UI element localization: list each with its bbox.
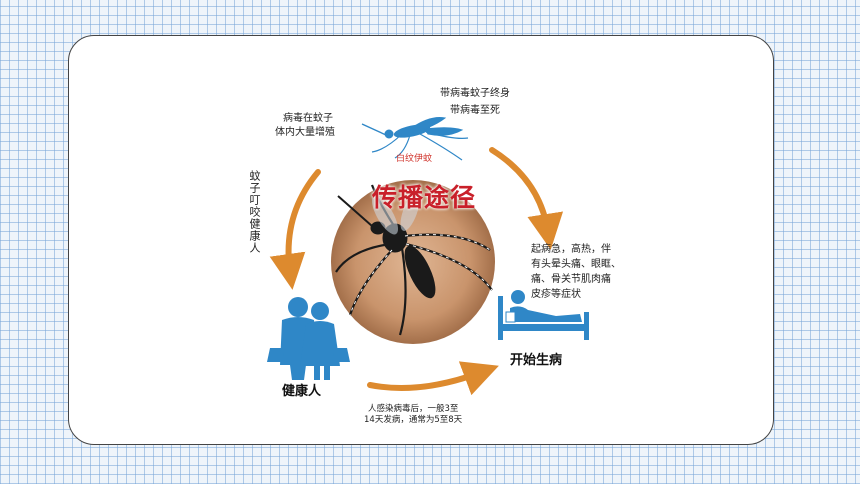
label-mosquito-species: 白纹伊蚊 (396, 154, 433, 164)
label-mosquito-until-death: 带病毒至死 (450, 105, 500, 116)
label-virus-multiply-line2: 体内大量增殖 (275, 127, 335, 138)
diagram-title: 传播途径 (371, 183, 476, 212)
healthy-people-icon (267, 297, 350, 380)
label-mosquito-lifelong: 带病毒蚊子终身 (440, 88, 510, 99)
label-incubation-line2: 14天发病，通常为5至8天 (364, 415, 463, 425)
mosquito-photo (331, 180, 495, 344)
label-symptoms-line2: 有头晕头痛、眼眶、 (531, 259, 621, 270)
cycle-arrows (269, 147, 564, 396)
label-healthy-person: 健康人 (282, 384, 322, 399)
label-incubation-line1: 人感染病毒后，一般3至 (368, 404, 459, 414)
sick-person-bed-icon (498, 290, 589, 340)
label-symptoms-line1: 起病急，高热，伴 (531, 244, 611, 255)
label-symptoms-line4: 皮疹等症状 (531, 289, 581, 300)
label-bite-healthy: 蚊子叮咬健康人 (248, 170, 261, 254)
mosquito-icon (361, 117, 469, 161)
label-symptoms-line3: 痛、骨关节肌肉痛 (531, 274, 611, 285)
label-start-sick: 开始生病 (510, 353, 563, 368)
label-virus-multiply-line1: 病毒在蚊子 (283, 113, 333, 124)
